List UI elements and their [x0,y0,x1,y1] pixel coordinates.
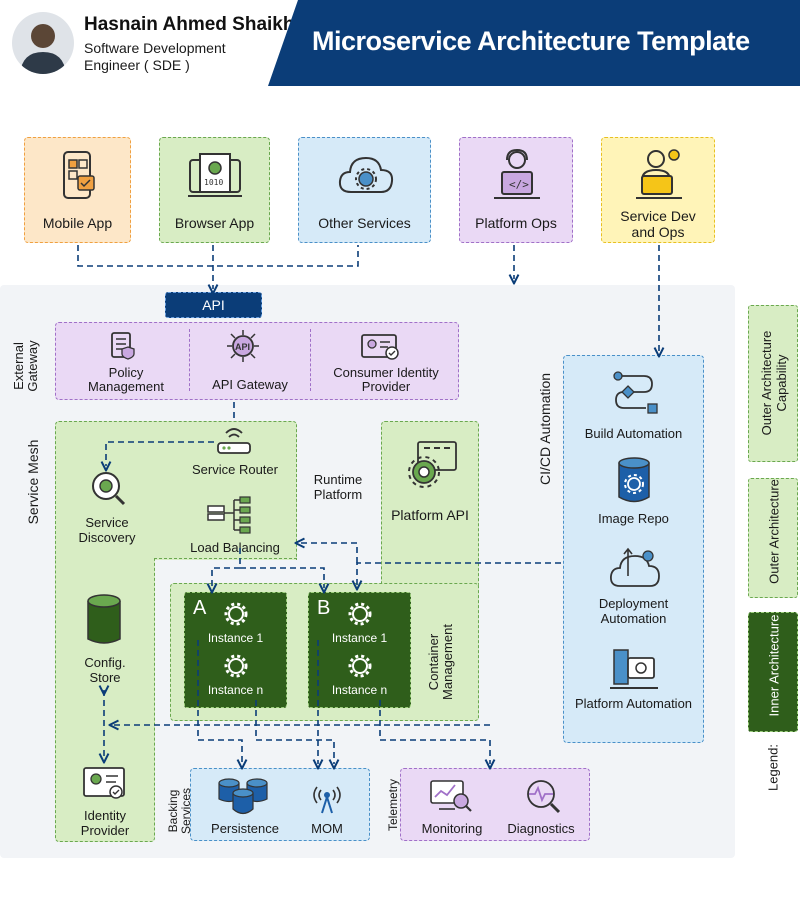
load-balancing-label: Load Balancing [190,540,280,555]
mom-label: MOM [311,821,343,836]
cicd-runtime-line [357,562,561,585]
deployment-automation-icon [610,547,660,587]
developer-icon [636,149,682,199]
group-a-letter: A [193,597,207,619]
instance-an-gear-icon [224,654,248,678]
legend-inner: Inner Architecture [748,612,798,732]
instance-b1-gear-icon [348,602,372,626]
page-title: Microservice Architecture Template [312,26,750,56]
mobile-app-icon [63,151,95,199]
service-mesh-top [55,421,297,560]
instance-bn-label: Instance n [331,683,388,697]
svg-text:1010: 1010 [204,178,223,187]
api-gateway-icon: API [227,330,259,362]
service-discovery-label: Service Discovery [78,515,136,545]
a-to-mom-line [255,700,334,764]
platform-api-icon [408,441,457,488]
cicd-box: Build Automation Image Repo Deployment A… [563,355,704,743]
api-bar: API [165,292,262,318]
consumer-identity-label: Consumer Identity Provider [333,365,439,394]
browser-app-box: 1010 Browser App [159,137,270,243]
instance-group-b: B Instance 1 Instance n [308,592,411,708]
instance-b1-label: Instance 1 [331,631,388,645]
instance-a1-gear-icon [224,602,248,626]
backing-services-box: Persistence MOM [190,768,370,841]
gateway-divider-1 [189,329,190,391]
router-icon [217,428,251,454]
diagnostics-icon [527,780,561,814]
monitoring-icon [430,780,472,812]
legend-outer-capability: Outer Architecture Capability [748,305,798,462]
cicd-lb-line [300,543,358,563]
platform-automation-icon [610,649,658,689]
service-dev-ops-box: Service Dev and Ops [601,137,715,243]
image-repo-label: Image Repo [598,511,669,526]
router-discovery-line [106,441,214,466]
build-automation-icon [613,371,658,414]
svg-text:</>: </> [509,178,529,191]
runtime-platform-label: Runtime Platform [313,472,363,502]
monitoring-label: Monitoring [421,821,483,836]
lb-to-a-line [212,548,241,588]
api-gateway-label: API Gateway [212,377,288,392]
mobile-app-box: Mobile App [24,137,131,243]
deployment-automation-label: Deployment Automation [598,596,669,626]
external-gateway-box: Policy Management API API Gateway Consum… [55,322,459,400]
mom-icon [313,786,341,814]
config-store-label: Config. Store [84,655,126,685]
policy-icon [111,332,135,360]
service-mesh-bottom-edge [154,558,297,559]
platform-ops-icon: </> [494,148,540,199]
config-store-icon [87,594,121,644]
legend-outer: Outer Architecture [748,478,798,598]
service-dev-ops-label: Service Dev and Ops [620,208,696,240]
instance-bn-gear-icon [348,654,372,678]
author-avatar [12,12,74,74]
instance-a1-label: Instance 1 [207,631,264,645]
api-label: API [202,297,225,313]
author-name: Hasnain Ahmed Shaikh [84,14,295,35]
service-router-label: Service Router [192,462,278,477]
gateway-divider-2 [310,329,311,391]
other-services-label: Other Services [318,215,411,231]
cloud-gear-icon [338,156,394,193]
client-bus-line [77,245,359,267]
diagnostics-label: Diagnostics [507,821,575,836]
persistence-icon [218,778,268,815]
a-to-persistence-line [197,640,242,764]
author-role-1: Software Development [84,40,226,56]
platform-ops-label: Platform Ops [475,215,557,231]
lb-to-b-line [240,567,324,588]
b-to-telemetry-line [379,700,490,764]
consumer-identity-icon [361,334,399,360]
service-discovery-icon [92,472,126,506]
instance-group-a: A Instance 1 Instance n [184,592,287,708]
telemetry-box: Monitoring Diagnostics [400,768,590,841]
platform-api-label: Platform API [391,507,469,523]
platform-automation-label: Platform Automation [574,696,693,711]
build-automation-label: Build Automation [584,426,683,441]
other-services-box: Other Services [298,137,431,243]
image-repo-icon [618,457,650,503]
platform-ops-box: </> Platform Ops [459,137,573,243]
browser-app-label: Browser App [174,215,255,231]
instance-an-label: Instance n [207,683,264,697]
policy-management-label: Policy Management [88,365,164,394]
group-b-letter: B [317,597,331,619]
load-balancer-icon [207,496,251,534]
mobile-app-label: Mobile App [42,215,113,231]
title-banner: Microservice Architecture Template [268,0,800,86]
persistence-label: Persistence [211,821,279,836]
identity-provider-icon [83,767,125,799]
author-role-2: Engineer ( SDE ) [84,57,190,73]
svg-text:API: API [235,342,250,352]
identity-provider-label: Identity Provider [80,808,130,838]
browser-app-icon: 1010 [188,153,242,197]
